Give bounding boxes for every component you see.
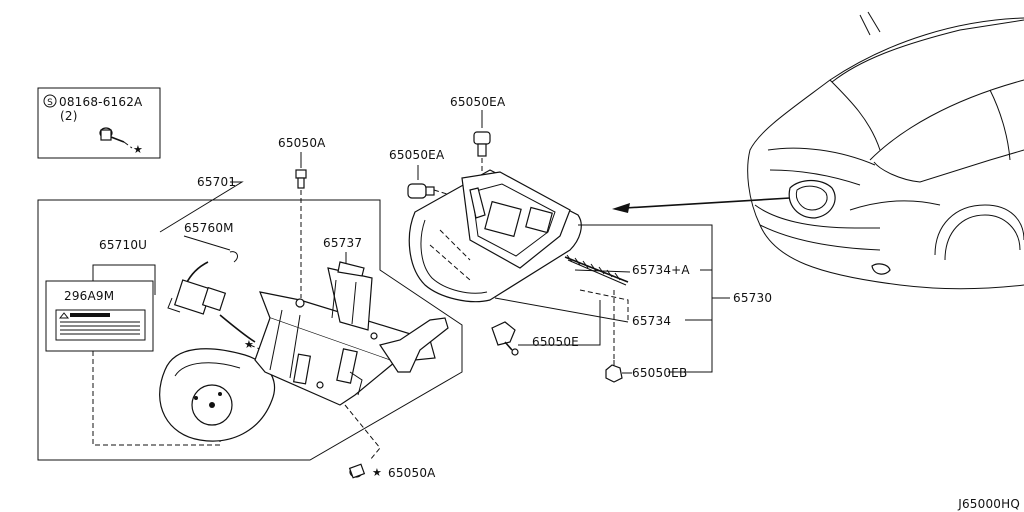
hood-lock-frame	[254, 261, 449, 406]
bolt-icon	[99, 127, 125, 143]
label-65760M: 65760M	[184, 221, 234, 235]
label-296A9M: 296A9M	[64, 289, 114, 303]
star-marker-icon: ★	[133, 143, 143, 156]
lid-spring-65734A	[564, 254, 629, 286]
bolt-65050A-top	[295, 169, 307, 189]
dashed-leader-clip-left	[433, 189, 461, 199]
leader-65701	[159, 181, 244, 233]
vehicle-front-outline	[747, 11, 1024, 290]
clip-65050E	[491, 321, 519, 356]
clip-65050EB	[605, 360, 623, 383]
hood-lock-assembly-box	[37, 199, 463, 461]
hood-switch-65760M	[167, 251, 256, 343]
clip-65050EA-left	[407, 183, 435, 199]
label-65701: 65701	[197, 175, 236, 189]
label-65050EA-left: 65050EA	[389, 148, 445, 162]
label-65050E: 65050E	[532, 335, 579, 349]
label-65050A-bottom: 65050A	[388, 466, 436, 480]
label-65050EA-top: 65050EA	[450, 95, 506, 109]
location-arrow	[612, 197, 791, 213]
leader-65760M	[183, 235, 231, 251]
standard-part-symbol-icon	[43, 94, 57, 108]
label-65734: 65734	[632, 314, 671, 328]
warning-triangle-icon	[58, 312, 70, 319]
diagram-code: J65000HQ	[957, 497, 1020, 511]
label-65730: 65730	[733, 291, 772, 305]
label-65737: 65737	[323, 236, 362, 250]
dashed-leader-bolt-bottom	[344, 404, 381, 461]
star-marker-icon: ★	[244, 338, 254, 351]
charge-port-lid	[408, 169, 582, 303]
clip-65050EA-top	[473, 131, 491, 157]
label-65050EB: 65050EB	[632, 366, 687, 380]
bolt-65050A-bottom	[348, 463, 366, 479]
leader-65710U	[92, 264, 156, 295]
leader-65050E	[518, 300, 601, 346]
fastener-inset: S 08168-6162A (2) ★	[37, 87, 161, 159]
inset-part-number: 08168-6162A	[59, 95, 143, 109]
inset-quantity: (2)	[60, 109, 78, 123]
caution-label-296A9M: 296A9M	[45, 280, 154, 352]
label-65050A-top: 65050A	[278, 136, 326, 150]
star-marker-icon: ★	[372, 466, 382, 479]
label-65710U: 65710U	[99, 238, 147, 252]
dashed-leader-65734	[579, 289, 629, 320]
label-65734A: 65734+A	[632, 263, 690, 277]
leader-65734	[494, 297, 629, 323]
standard-part-symbol: S	[47, 98, 53, 108]
hood-release-handle	[159, 348, 276, 442]
bracket-65730	[578, 224, 713, 373]
leader-65734A	[574, 269, 631, 273]
